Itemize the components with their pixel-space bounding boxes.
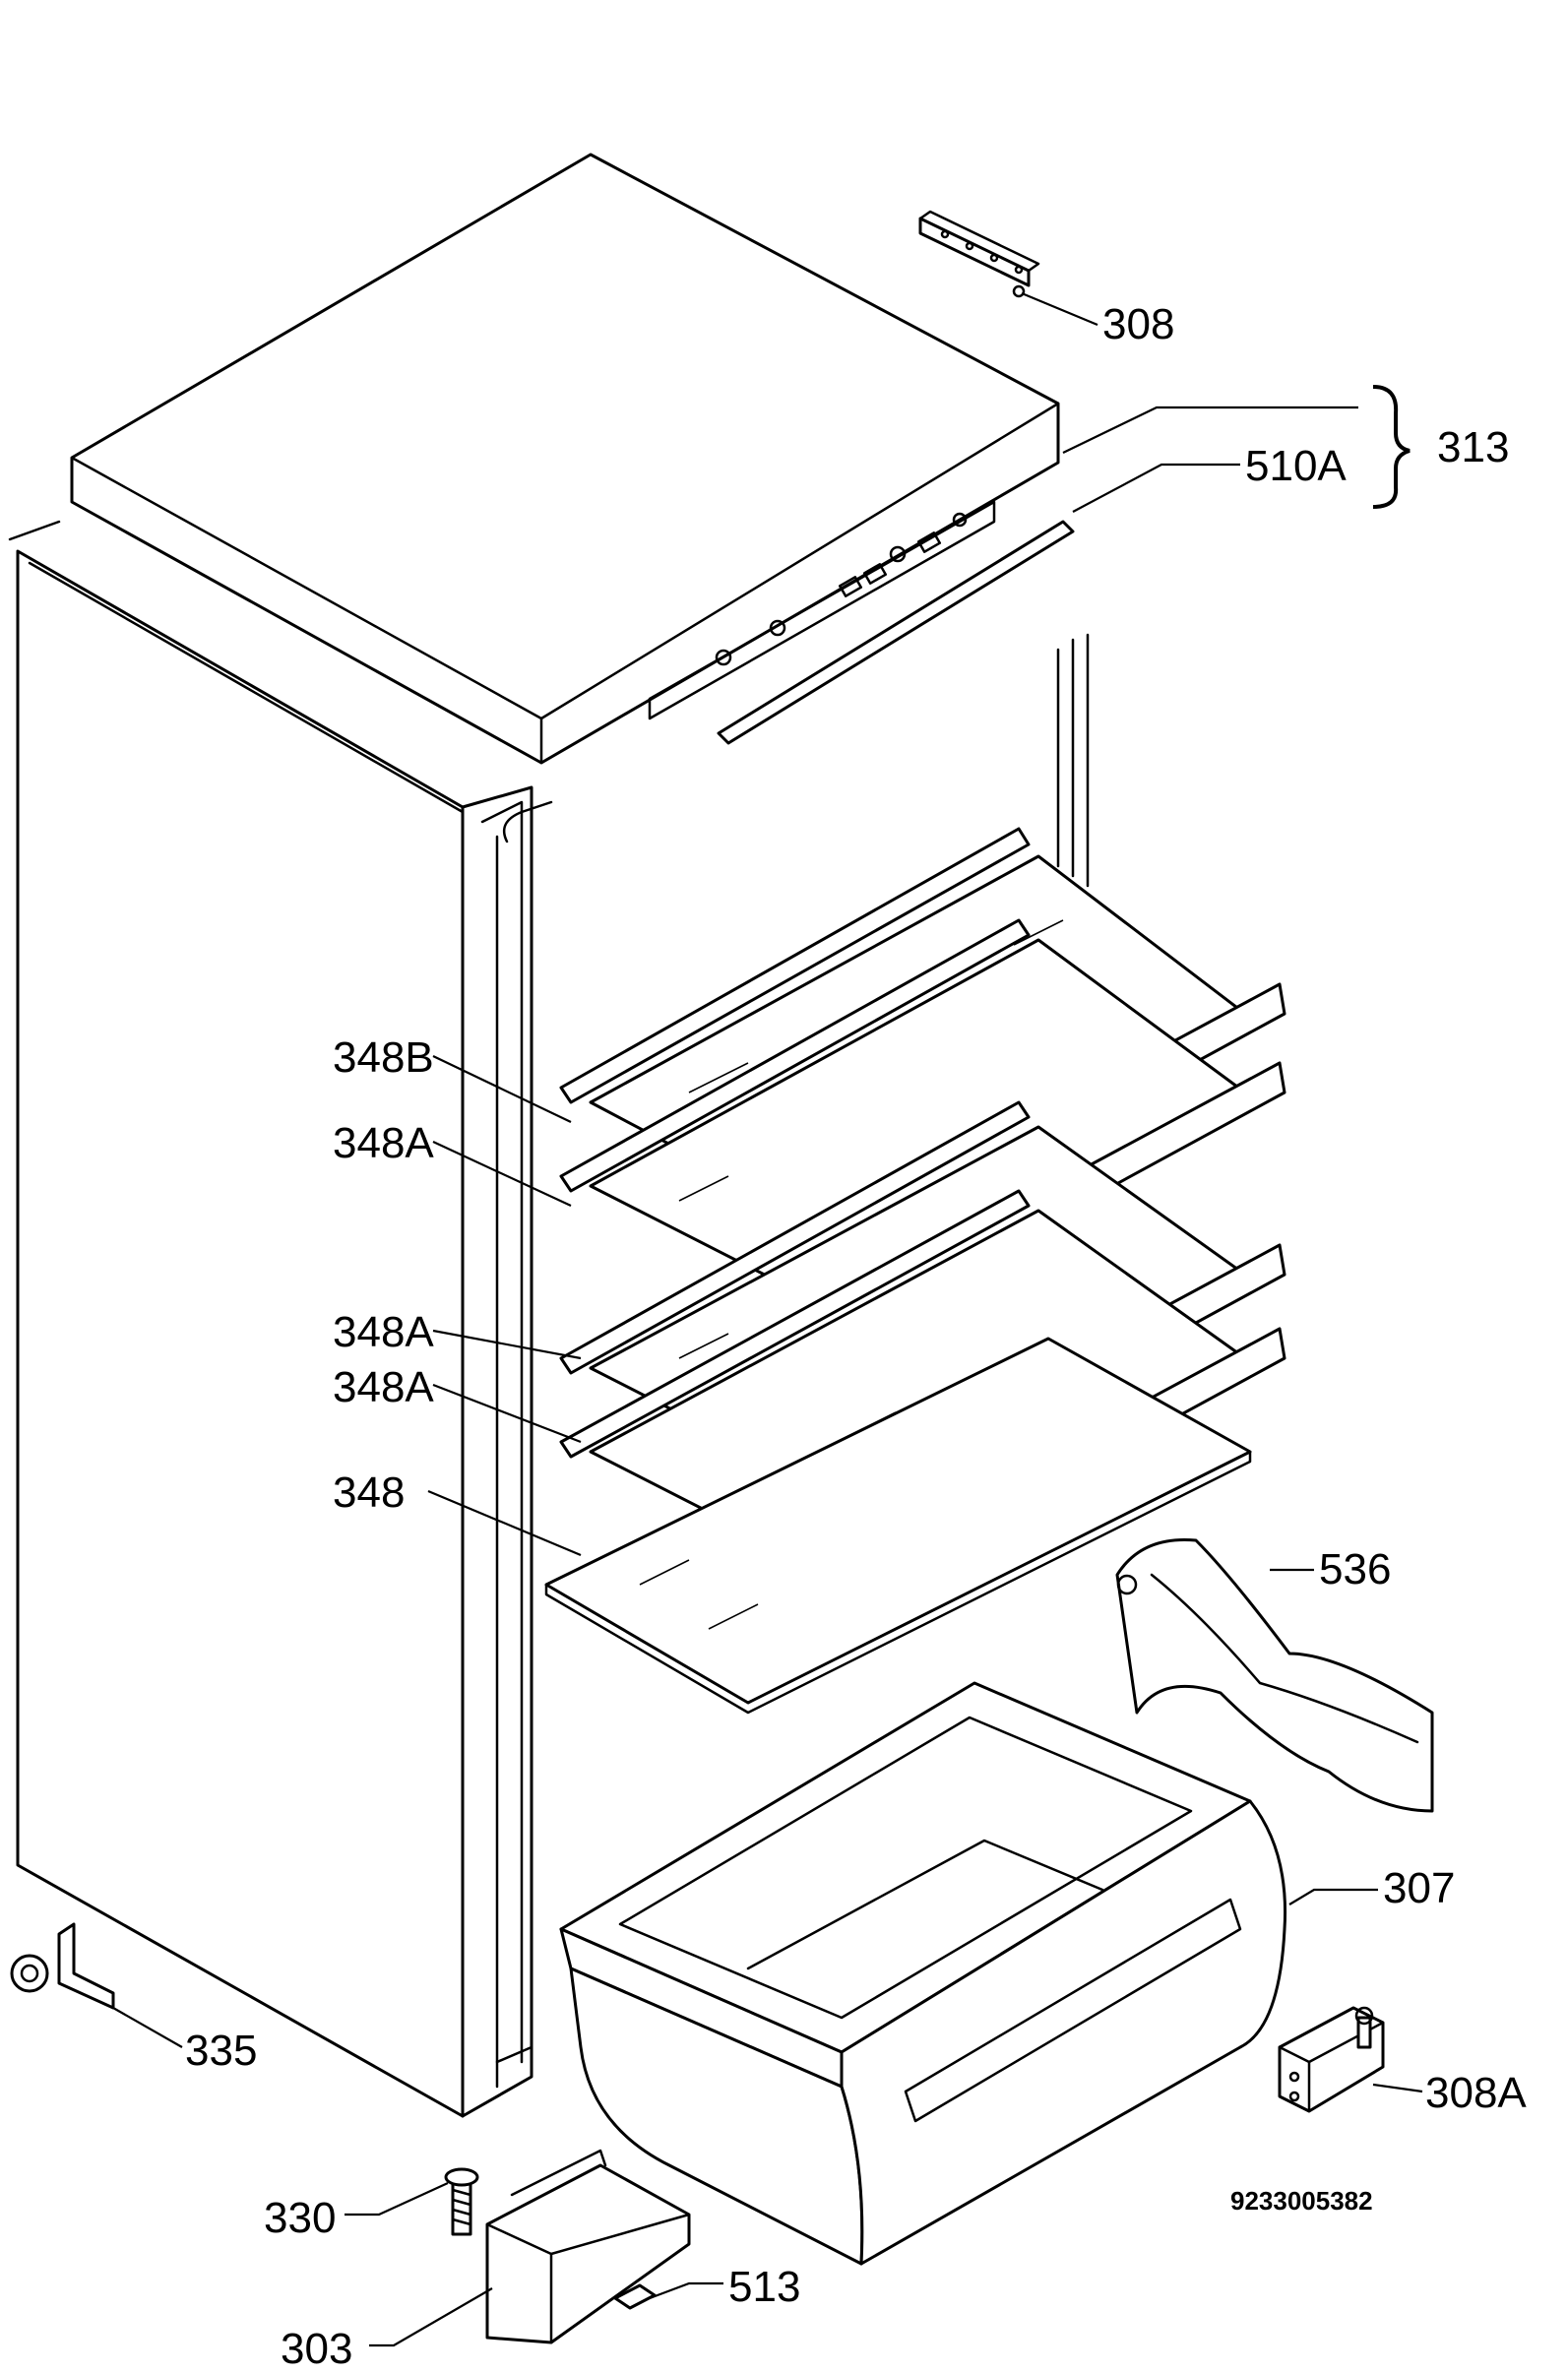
label-308: 308 bbox=[1102, 300, 1175, 348]
label-348: 348 bbox=[333, 1468, 406, 1517]
screw bbox=[444, 2167, 479, 2236]
label-335: 335 bbox=[185, 2027, 258, 2075]
crisper-drawer bbox=[559, 1681, 1287, 2266]
hinge-top bbox=[918, 210, 1040, 298]
rear-guide-lines bbox=[1056, 633, 1090, 888]
top-cover bbox=[70, 153, 1060, 765]
label-303: 303 bbox=[281, 2325, 353, 2373]
glass-shelf-348 bbox=[544, 1337, 1252, 1715]
label-348a-2: 348A bbox=[333, 1308, 434, 1356]
label-348a-1: 348A bbox=[333, 1119, 434, 1167]
label-308a: 308A bbox=[1425, 2069, 1527, 2117]
label-510a: 510A bbox=[1245, 442, 1347, 490]
brace-313 bbox=[1372, 385, 1411, 509]
document-number: 9233005382 bbox=[1230, 2186, 1373, 2216]
label-513: 513 bbox=[728, 2263, 801, 2311]
hinge-bottom-right bbox=[1278, 2006, 1385, 2113]
label-348b: 348B bbox=[333, 1033, 434, 1082]
label-330: 330 bbox=[264, 2194, 337, 2242]
label-313: 313 bbox=[1437, 423, 1510, 471]
cabinet-body bbox=[8, 520, 553, 2118]
label-307: 307 bbox=[1383, 1864, 1456, 1912]
label-348a-3: 348A bbox=[333, 1363, 434, 1411]
hinge-bottom-left bbox=[10, 1922, 115, 2010]
leader-lines bbox=[112, 291, 1423, 2347]
light-diffuser bbox=[717, 520, 1075, 745]
plinth bbox=[485, 2149, 691, 2344]
crisper-divider bbox=[1115, 1537, 1434, 1813]
label-536: 536 bbox=[1319, 1545, 1392, 1593]
